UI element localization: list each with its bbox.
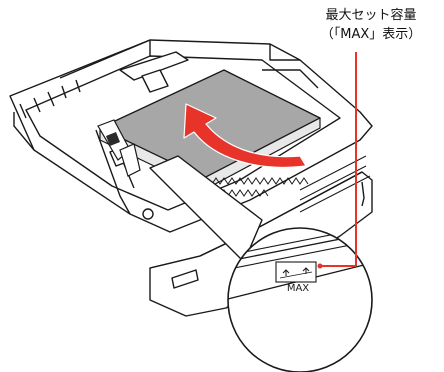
callout-line — [317, 52, 357, 269]
insert-direction-arrow — [183, 103, 307, 168]
max-capacity-callout: 最大セット容量 （「MAX」表示） — [300, 6, 442, 44]
max-mark-text: MAX — [287, 283, 309, 294]
paper-stack — [97, 69, 321, 197]
zoom-leader — [149, 155, 263, 263]
max-mark: MAX — [275, 261, 317, 294]
callout-subtitle: （「MAX」表示） — [320, 27, 422, 42]
zoom-detail-circle: MAX — [227, 227, 373, 372]
callout-title: 最大セット容量 — [325, 8, 417, 23]
